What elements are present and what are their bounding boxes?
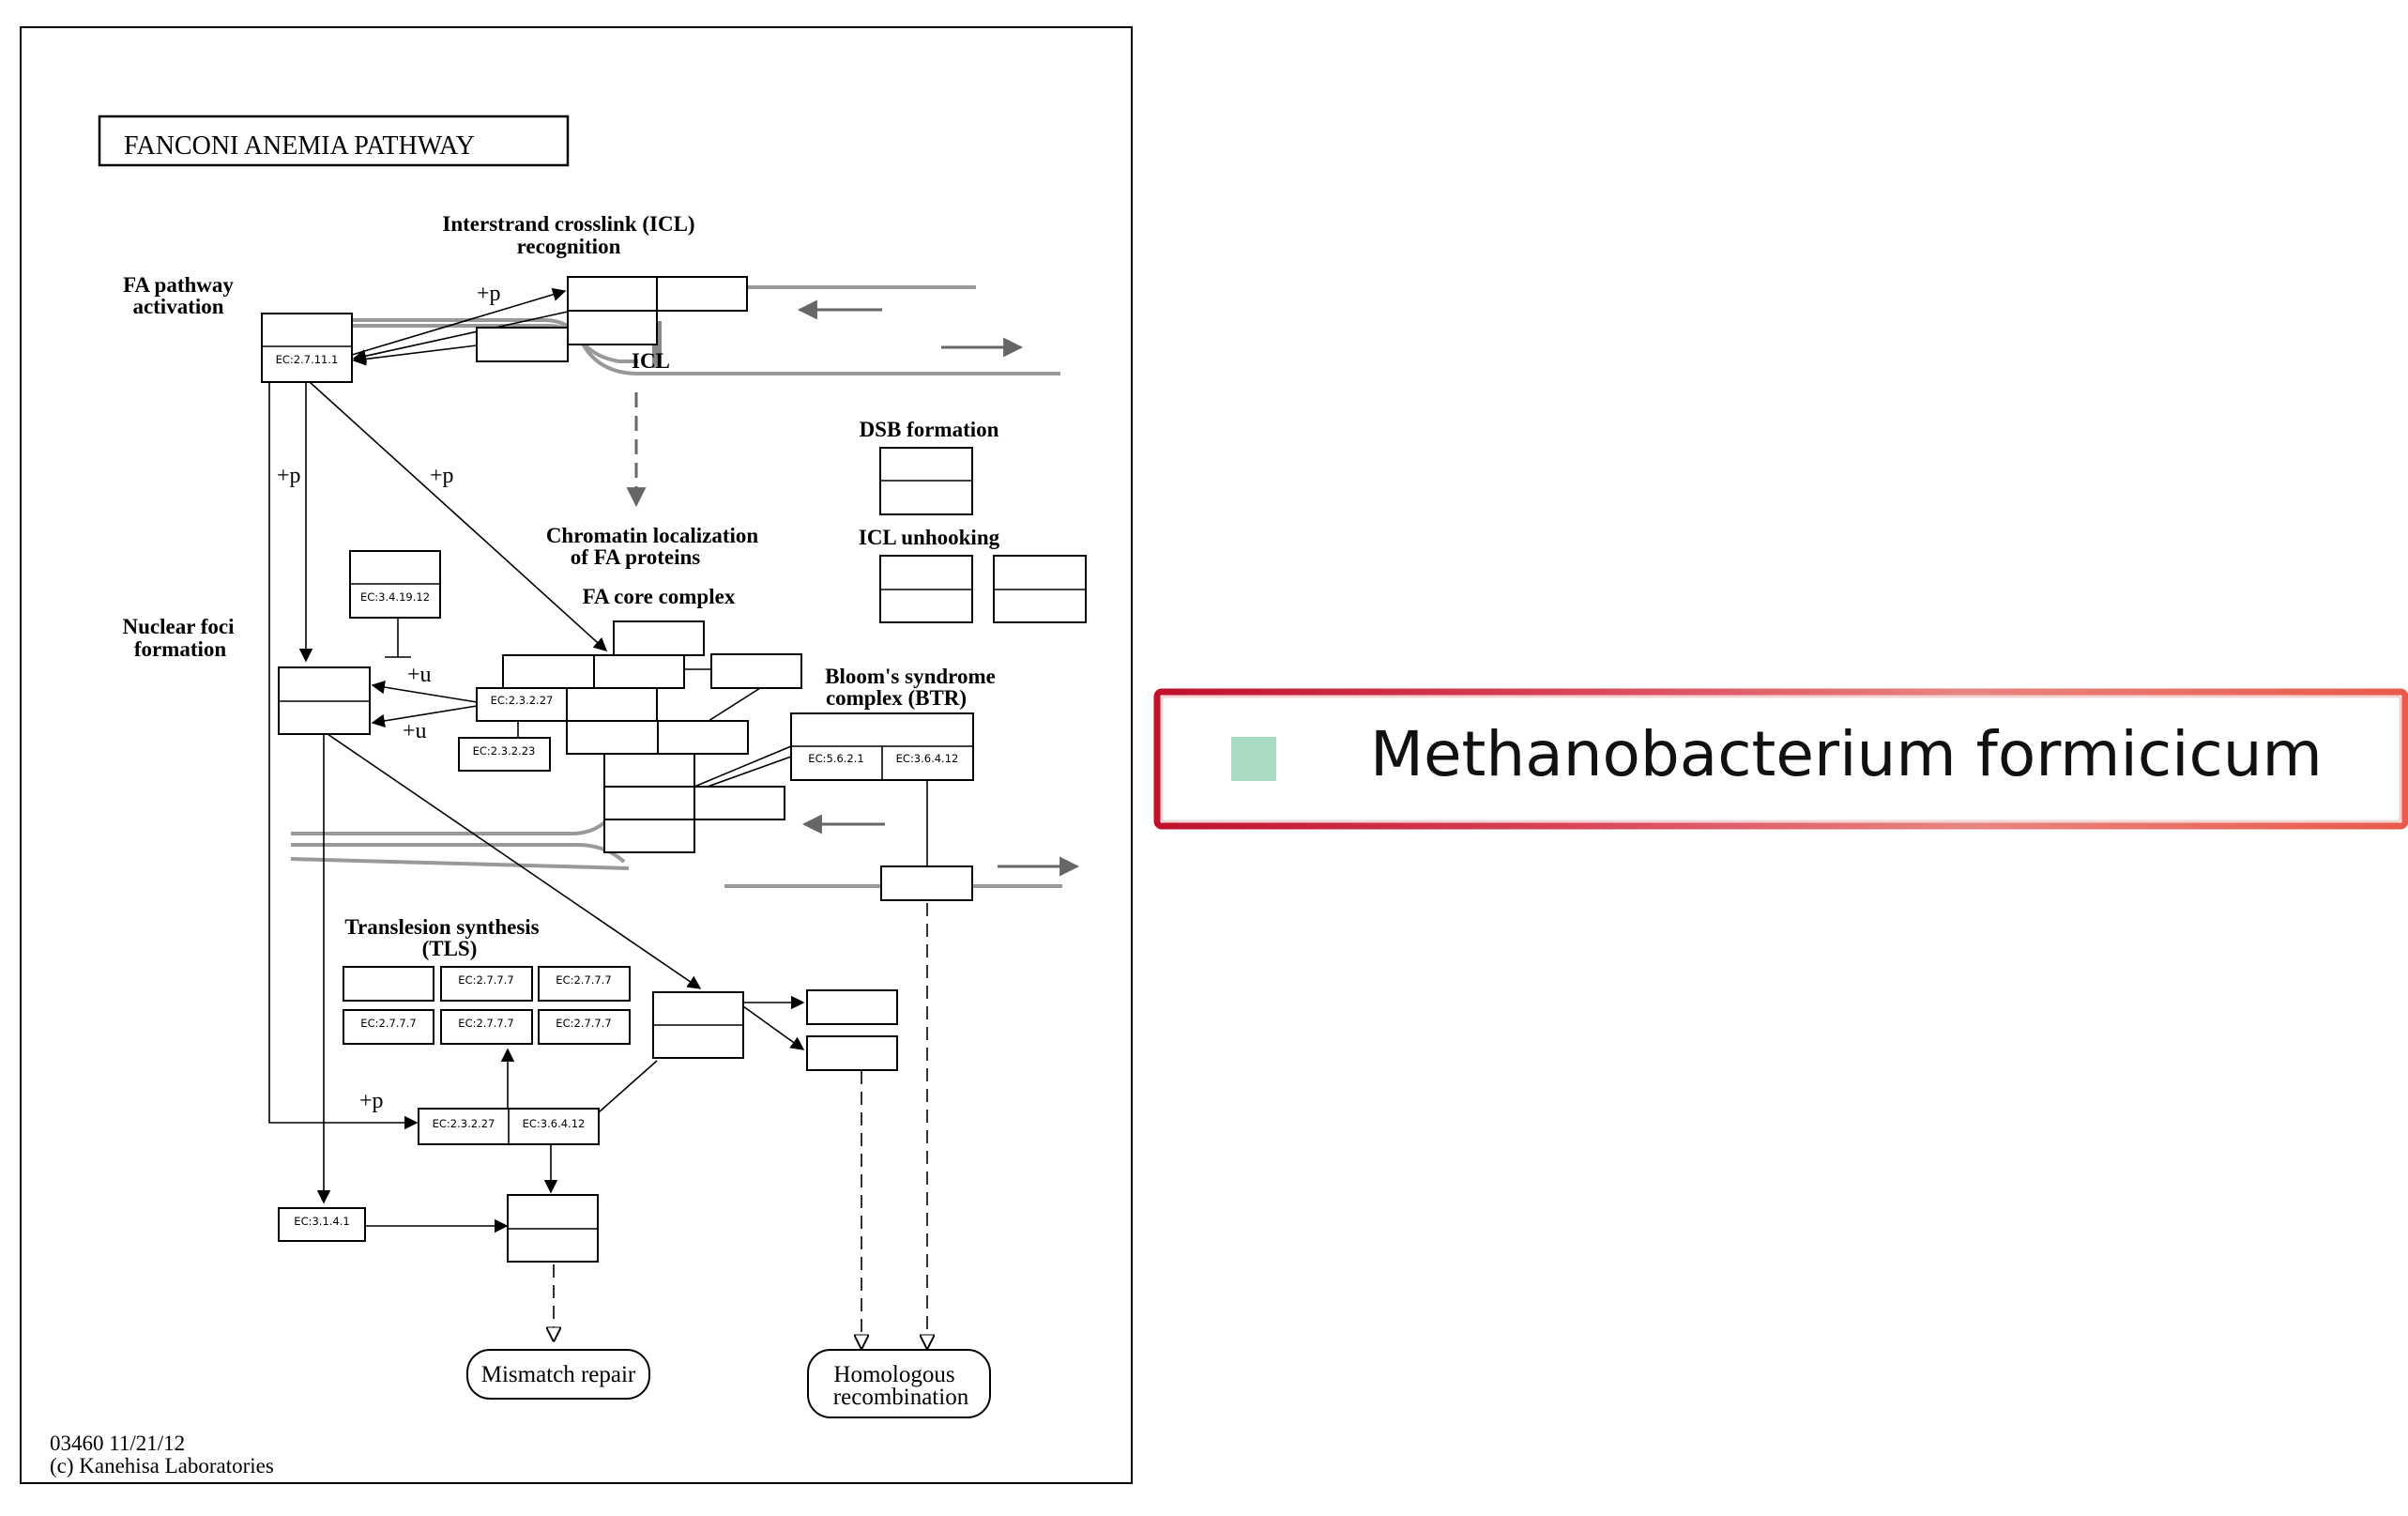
label-nuclear-foci-2: formation — [134, 637, 227, 661]
label-chromatin-1: Chromatin localization — [546, 524, 759, 547]
label-fa-core: FA core complex — [583, 585, 736, 608]
label-homologous-1: Homologous — [833, 1362, 954, 1387]
label-icl-recognition-2: recognition — [517, 235, 621, 258]
tls-node-3[interactable] — [538, 966, 631, 1002]
legend-box — [1153, 688, 2408, 830]
fa-core-node-7[interactable] — [657, 720, 749, 755]
pathway-title: FANCONI ANEMIA PATHWAY — [124, 131, 475, 161]
label-mismatch-repair: Mismatch repair — [481, 1362, 636, 1387]
organism-legend: Methanobacterium formicicum — [1153, 688, 2408, 830]
icl-recognition-node-1[interactable] — [567, 276, 658, 312]
label-fa-activation-1: FA pathway — [123, 273, 234, 297]
fa-core-node-1[interactable] — [613, 620, 705, 656]
mismatch-repair-map-link[interactable] — [466, 1349, 650, 1400]
ec-36412-label-2: EC:3.6.4.12 — [523, 1117, 586, 1130]
legend-organism-name: Methanobacterium formicicum — [1370, 718, 2323, 790]
label-fa-activation-2: activation — [132, 295, 223, 318]
tls-node-4[interactable] — [343, 1009, 434, 1045]
ec-2777-label-2: EC:2.7.7.7 — [556, 973, 611, 987]
fa-core-node-11[interactable] — [603, 819, 695, 853]
tls-node-5[interactable] — [440, 1009, 533, 1045]
ec-36412-label-1: EC:3.6.4.12 — [896, 752, 959, 765]
pathway-title-box: FANCONI ANEMIA PATHWAY — [98, 115, 570, 167]
label-nuclear-foci-1: Nuclear foci — [122, 615, 235, 638]
icl-recognition-node-3[interactable] — [567, 310, 658, 345]
label-tls-2: (TLS) — [422, 937, 478, 960]
ec-3141-label: EC:3.1.4.1 — [294, 1215, 349, 1228]
label-dsb-formation: DSB formation — [860, 418, 999, 441]
tls-node-2[interactable] — [440, 966, 533, 1002]
mod-p-4: +p — [359, 1089, 384, 1113]
label-icl-recognition-1: Interstrand crosslink (ICL) — [442, 212, 694, 236]
fa-core-node-6[interactable] — [566, 720, 659, 755]
ec-23227-label-2: EC:2.3.2.27 — [433, 1117, 495, 1130]
label-tls-1: Translesion synthesis — [344, 915, 539, 939]
pathway-nodes: EC:2.7.11.1 EC:3.4.19.12 EC:2.3.2.27 — [261, 276, 1087, 1418]
label-blooms-2: complex (BTR) — [826, 686, 967, 710]
ec-341912-label: EC:3.4.19.12 — [360, 590, 430, 604]
mod-p-1: +p — [477, 282, 501, 306]
hr-node-1[interactable] — [806, 989, 898, 1025]
ec-2777-label-1: EC:2.7.7.7 — [458, 973, 513, 987]
homologous-recombination-map-link[interactable] — [807, 1349, 991, 1418]
fa-activation-node[interactable] — [261, 313, 353, 383]
ec-23223-label: EC:2.3.2.23 — [473, 744, 536, 758]
label-blooms-1: Bloom's syndrome — [825, 665, 996, 688]
icl-recognition-node-4[interactable] — [476, 327, 569, 362]
label-icl: ICL — [632, 349, 670, 373]
mod-u-1: +u — [407, 663, 432, 687]
label-icl-unhooking: ICL unhooking — [859, 526, 1000, 549]
ec-23227-label-1: EC:2.3.2.27 — [491, 694, 554, 707]
btr-downstream-node[interactable] — [880, 865, 973, 901]
mod-p-3: +p — [430, 464, 454, 488]
tls-node-6[interactable] — [538, 1009, 631, 1045]
ec-3141-node[interactable] — [278, 1207, 366, 1242]
fa-core-node-8[interactable] — [603, 753, 695, 788]
ec-2777-label-3: EC:2.7.7.7 — [360, 1017, 416, 1030]
fa-core-ec-23227-node[interactable] — [476, 687, 568, 722]
footer-copyright: (c) Kanehisa Laboratories — [50, 1454, 274, 1478]
footer-map-id: 03460 11/21/12 — [50, 1432, 185, 1455]
ec-2777-label-4: EC:2.7.7.7 — [458, 1017, 513, 1030]
fa-core-node-10[interactable] — [693, 786, 785, 820]
mod-p-2: +p — [277, 464, 301, 488]
tls-node-1[interactable] — [343, 966, 434, 1002]
ec-5621-label: EC:5.6.2.1 — [808, 752, 863, 765]
tls-polymerases: EC:2.7.7.7 EC:2.7.7.7 EC:2.7.7.7 EC:2.7.… — [343, 966, 631, 1045]
pathway-labels: Interstrand crosslink (ICL) recognition … — [50, 212, 1000, 1478]
fa-core-node-5[interactable] — [566, 687, 658, 722]
mod-u-2: +u — [403, 719, 427, 743]
hr-node-2[interactable] — [806, 1035, 898, 1071]
label-chromatin-2: of FA proteins — [571, 545, 700, 569]
icl-recognition-node-2[interactable] — [656, 276, 748, 312]
legend-color-swatch — [1231, 737, 1276, 781]
fa-core-node-3[interactable] — [593, 654, 685, 689]
fa-core-node-9[interactable] — [603, 786, 695, 820]
fa-core-node-4[interactable] — [710, 653, 802, 689]
ec-2777-label-5: EC:2.7.7.7 — [556, 1017, 611, 1030]
ube2t-node[interactable] — [458, 737, 551, 772]
ec-27111-label: EC:2.7.11.1 — [276, 353, 339, 366]
label-homologous-2: recombination — [833, 1385, 969, 1410]
fa-core-node-2[interactable] — [502, 654, 595, 689]
pathway-edges — [268, 287, 927, 1348]
